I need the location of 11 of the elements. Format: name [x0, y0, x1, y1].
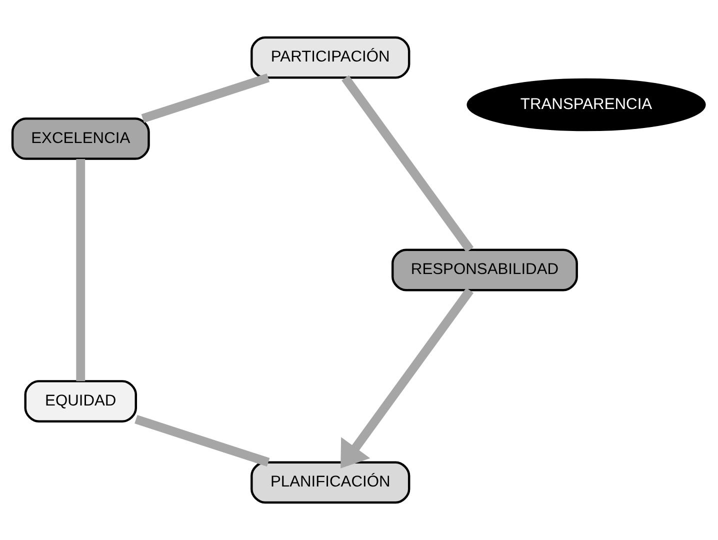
node-ellipse: TRANSPARENCIA — [466, 78, 706, 132]
connector — [134, 415, 270, 467]
node-box: RESPONSABILIDAD — [392, 248, 578, 292]
connector — [342, 75, 474, 252]
connector — [141, 74, 270, 123]
node-box: EXCELENCIA — [11, 117, 150, 160]
node-box: PLANIFICACIÓN — [250, 461, 410, 504]
arrow — [340, 288, 474, 468]
node-box: EQUIDAD — [24, 380, 138, 422]
node-box: PARTICIPACIÓN — [250, 36, 410, 79]
connector — [76, 158, 86, 382]
